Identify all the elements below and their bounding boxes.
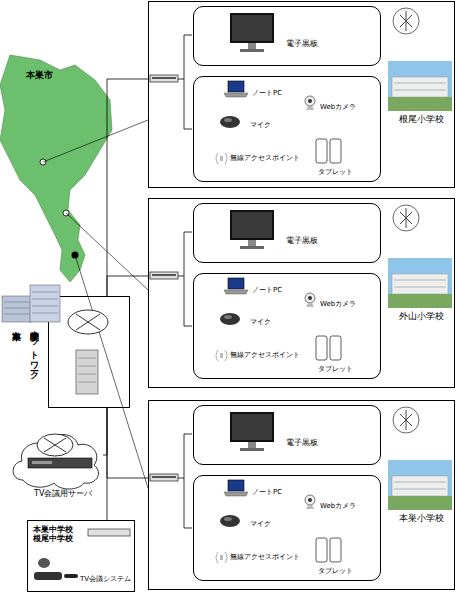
map-label: 本巣市 [26,70,53,80]
node-text: Webカメラ [320,300,356,308]
city-hall-building [4,292,58,314]
server-icon [76,350,98,394]
node-heading: 電子黒板 [286,39,318,48]
server-cloud: TV会議用サーバ [8,425,103,505]
node-text: 学校間ネットワーク [29,325,39,375]
node-text: タブレット [318,365,353,373]
device-box: ノートPC Webカメラマイク無線アクセスポイントタブレット [193,273,381,379]
conference-system-icon [64,574,78,578]
network-link [103,408,107,455]
router-icon [68,310,108,334]
node-heading: 外山小学校 [387,312,455,322]
conference-system-icon [38,558,50,568]
network-link [107,408,108,520]
conference-server-icon [32,461,52,464]
node-heading: ノートPC [252,488,282,496]
conference-system-icon [34,572,62,580]
city-map [63,210,69,216]
school-panel: 外山小学校 電子黒板ノートPC Webカメラマイク無線アクセスポイントタブレット [148,198,455,388]
conference-system-icon [34,529,130,580]
city-map [72,252,79,259]
cloud-outline [13,435,98,490]
server-icon [78,358,96,382]
server-icon [76,350,98,394]
node-text: 無線アクセスポイント [230,554,300,561]
school-equipment [150,205,452,361]
node-heading: TV会議用サーバ [34,489,92,498]
node-text: タブレット [318,567,353,575]
node-text: マイク [250,520,271,528]
node-heading: 根尾小学校 [387,115,455,125]
node-heading: 電子黒板 [286,236,318,245]
node-text: マイク [250,121,271,129]
node-text: Webカメラ [320,103,356,111]
school-panel: 本巣小学校 電子黒板ノートPC Webカメラマイク無線アクセスポイントタブレット [148,400,455,590]
network-link [107,79,148,296]
edge-layer [103,79,148,520]
node-heading: ノートPC [252,89,282,97]
city-hall-building [30,285,60,322]
node-heading: 本巣中学校 根尾中学校 [33,525,81,543]
conference-server-icon [37,434,73,456]
whiteboard-box: 電子黒板 [193,203,381,263]
node-text: TV会議システム [80,575,131,583]
node-heading: ノートPC [252,286,282,294]
node-text: 無線アクセスポイント [230,352,300,359]
router-icon [68,310,108,334]
city-hall-building [2,296,32,322]
device-box: ノートPC Webカメラマイク無線アクセスポイントタブレット [193,475,381,581]
conference-server-icon [44,438,66,452]
city-map [0,55,112,282]
whiteboard-box: 電子黒板 [193,6,381,66]
whiteboard-box: 電子黒板 [193,405,381,465]
node-text: マイク [250,318,271,326]
city-map [0,55,112,282]
node-text: 無線アクセスポイント [230,155,300,162]
school-equipment [150,407,452,563]
router-icon [76,314,100,330]
node-text: タブレット [318,168,353,176]
map-leader-line [43,120,148,488]
node-heading: 電子黒板 [286,438,318,447]
network-link [107,408,148,478]
network-box: 本巣市学校間ネットワーク [48,296,130,408]
device-box: ノートPC Webカメラマイク無線アクセスポイントタブレット [193,76,381,182]
node-heading: 本巣小学校 [387,514,455,524]
conference-server-icon [28,434,92,468]
conference-system-icon [88,529,130,536]
school-panel: 根尾小学校 電子黒板ノートPC Webカメラマイク無線アクセスポイントタブレット [148,1,455,188]
network-link [107,276,148,296]
junior-high-box: 本巣中学校 根尾中学校 TV会議システム [27,520,135,592]
school-equipment [150,8,452,164]
conference-server-icon [28,458,92,468]
node-text: Webカメラ [320,502,356,510]
city-map [40,159,46,165]
city-hall-building [2,285,60,322]
